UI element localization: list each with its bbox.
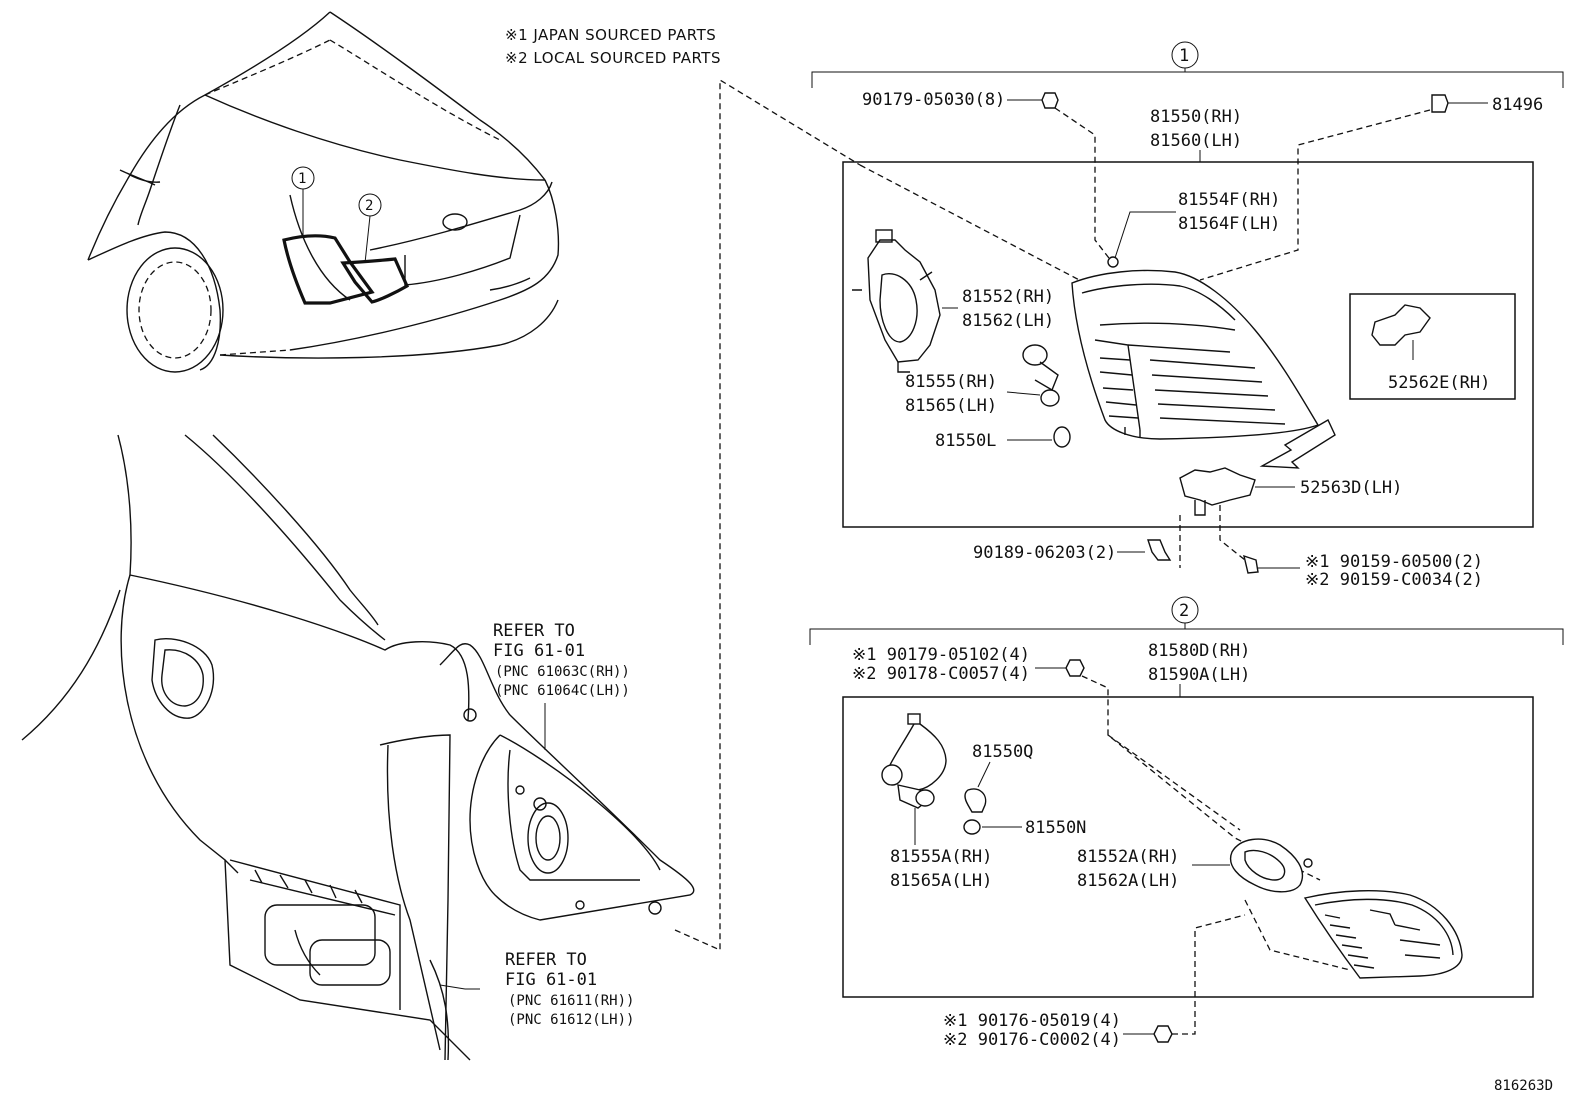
group-1-frame — [842, 161, 1534, 528]
socket-81555 — [1022, 344, 1060, 407]
bulb-81550l — [1053, 426, 1071, 448]
refer-note-upper: REFER TO FIG 61-01 (PNC 61063C(RH)) (PNC… — [493, 621, 630, 699]
label-81550l: 81550L — [935, 431, 996, 451]
label-90159-c0034: ※2 90159-C0034(2) — [1305, 570, 1483, 590]
label-90176-c0002: ※2 90176-C0002(4) — [943, 1030, 1121, 1050]
bulb-81550q — [964, 788, 987, 813]
group-1: 1 90179-05030(8) 81496 81550(RH) 81560(L… — [811, 41, 1564, 590]
svg-text:1: 1 — [1179, 46, 1189, 66]
clip-icon — [1431, 94, 1449, 113]
lamp-81580d — [1303, 890, 1463, 979]
svg-text:REFER TO: REFER TO — [505, 950, 587, 970]
label-90179-05030: 90179-05030(8) — [862, 90, 1005, 110]
label-81580d-rh: 81580D(RH) — [1148, 641, 1250, 661]
quarter-panel-illustration — [21, 434, 695, 1061]
housing-81552 — [852, 229, 941, 373]
bulb-81550n — [963, 819, 981, 835]
svg-text:1: 1 — [298, 171, 306, 187]
svg-text:(PNC 61063C(RH)): (PNC 61063C(RH)) — [495, 664, 630, 680]
group-2-frame — [842, 696, 1534, 998]
label-90179-05102: ※1 90179-05102(4) — [852, 645, 1030, 665]
label-81555a-rh: 81555A(RH) — [890, 847, 992, 867]
svg-text:(PNC 61611(RH)): (PNC 61611(RH)) — [508, 993, 634, 1009]
bolt-icon — [1041, 92, 1059, 109]
label-90178-c0057: ※2 90178-C0057(4) — [852, 664, 1030, 684]
label-90176-05019: ※1 90176-05019(4) — [943, 1011, 1121, 1031]
svg-text:FIG 61-01: FIG 61-01 — [505, 970, 597, 990]
label-81562-lh: 81562(LH) — [962, 311, 1054, 331]
svg-text:FIG 61-01: FIG 61-01 — [493, 641, 585, 661]
label-90159-60500: ※1 90159-60500(2) — [1305, 552, 1483, 572]
bolt-icon-2 — [1065, 659, 1085, 677]
svg-text:(PNC 61612(LH)): (PNC 61612(LH)) — [508, 1012, 634, 1028]
label-81565a-lh: 81565A(LH) — [890, 871, 992, 891]
housing-81552a — [1229, 838, 1304, 893]
label-81562a-lh: 81562A(LH) — [1077, 871, 1179, 891]
svg-text:2: 2 — [1179, 601, 1189, 621]
svg-text:(PNC 61064C(LH)): (PNC 61064C(LH)) — [495, 683, 630, 699]
highlight-tail-lamp-1 — [282, 234, 375, 305]
direction-arrow — [1259, 419, 1336, 469]
label-81560-lh: 81560(LH) — [1150, 131, 1242, 151]
nut-icon — [1147, 539, 1172, 561]
label-81565-lh: 81565(LH) — [905, 396, 997, 416]
label-81552a-rh: 81552A(RH) — [1077, 847, 1179, 867]
label-81590a-lh: 81590A(LH) — [1148, 665, 1250, 685]
figure-id: 816263D — [1494, 1078, 1553, 1094]
car-rear-illustration: 1 2 — [87, 11, 560, 373]
label-81550q: 81550Q — [972, 742, 1033, 762]
label-81555-rh: 81555(RH) — [905, 372, 997, 392]
label-81550-rh: 81550(RH) — [1150, 107, 1242, 127]
screw-icon — [1243, 554, 1259, 574]
note-local-sourced: ※2 LOCAL SOURCED PARTS — [505, 49, 721, 67]
note-japan-sourced: ※1 JAPAN SOURCED PARTS — [505, 26, 716, 44]
label-81550n: 81550N — [1025, 818, 1086, 838]
label-90189-06203: 90189-06203(2) — [973, 543, 1116, 563]
group-2: 2 81580D(RH) 81590A(LH) ※1 90179-05102(4… — [809, 596, 1564, 1050]
socket-81555a — [881, 713, 947, 809]
svg-text:REFER TO: REFER TO — [493, 621, 575, 641]
label-52563d-lh: 52563D(LH) — [1300, 478, 1402, 498]
label-81554f-rh: 81554F(RH) — [1178, 190, 1280, 210]
bracket-52563d — [1179, 467, 1256, 506]
label-81552-rh: 81552(RH) — [962, 287, 1054, 307]
bracket-52562e-box — [1349, 293, 1516, 400]
refer-note-lower: REFER TO FIG 61-01 (PNC 61611(RH)) (PNC … — [505, 950, 634, 1028]
label-81496: 81496 — [1492, 95, 1543, 115]
screw-icon-2 — [1153, 1025, 1173, 1043]
tail-lamp-assembly — [1071, 269, 1320, 440]
bracket-52562e — [1371, 304, 1431, 346]
label-81564f-lh: 81564F(LH) — [1178, 214, 1280, 234]
label-52562e-rh: 52562E(RH) — [1388, 373, 1490, 393]
svg-text:2: 2 — [365, 198, 373, 214]
